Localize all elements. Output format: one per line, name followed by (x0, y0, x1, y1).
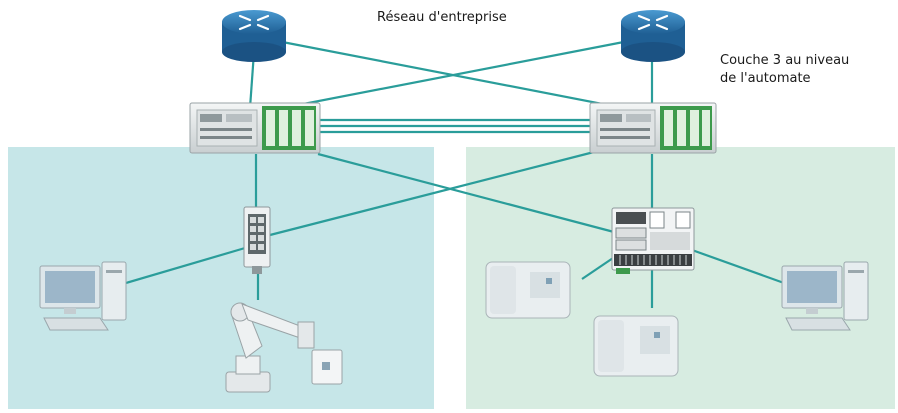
layer3-label-line2: de l'automate (720, 71, 811, 86)
plc-controller-icon-right (589, 102, 717, 154)
robot-arm-icon (225, 302, 343, 393)
router-icon-left (222, 10, 286, 62)
industrial-switch-icon (243, 206, 271, 274)
machine-tool-icon-center (593, 315, 679, 377)
layer3-plc-label: Couche 3 au niveau de l'automate (720, 52, 890, 88)
corporate-network-label: Réseau d'entreprise (377, 10, 507, 25)
plc-controller-icon-left (189, 102, 321, 154)
machine-tool-icon-left (485, 261, 571, 319)
desktop-computer-icon-left (39, 261, 127, 331)
router-icon-right (621, 10, 685, 62)
layer3-label-line1: Couche 3 au niveau (720, 53, 850, 68)
desktop-computer-icon-right (781, 261, 869, 331)
io-module-icon (611, 207, 695, 274)
network-links (125, 38, 785, 308)
